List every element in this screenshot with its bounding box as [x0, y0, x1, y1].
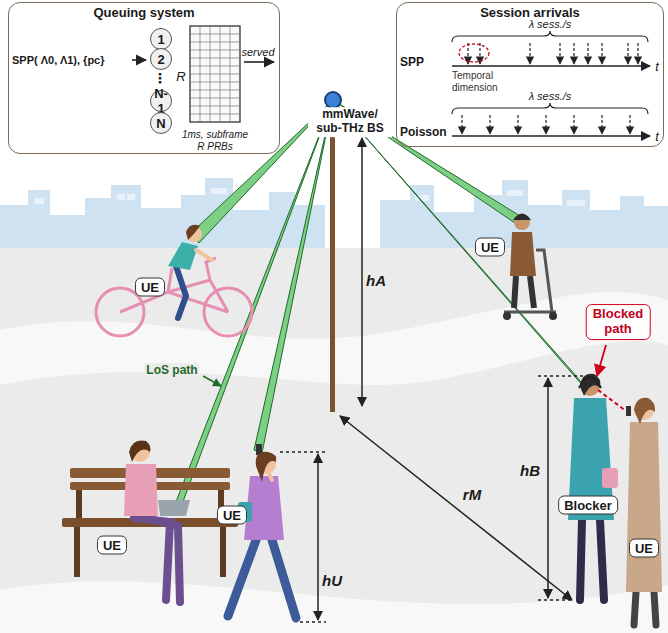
grid-caption: R PRBs	[197, 141, 233, 152]
queue-slot: 2	[150, 48, 172, 70]
grid-caption: 1ms, subframe	[182, 129, 248, 140]
dimension-label: hB	[518, 462, 542, 479]
sitting-user	[124, 440, 190, 602]
ue-tag: UE	[475, 238, 505, 257]
node-text: mmWave/ sub-THz BS	[311, 108, 389, 136]
arrival-graphics	[452, 31, 650, 136]
mast	[330, 106, 335, 412]
blocked-ray	[598, 390, 626, 411]
node-text: UE	[141, 280, 159, 295]
callout-box: Blocked path	[586, 304, 651, 340]
queue-graphics	[132, 26, 274, 122]
ue-tag: UE	[629, 539, 659, 558]
node-text: 2	[157, 52, 164, 67]
node-text: UE	[481, 240, 499, 255]
blocker-person	[568, 374, 618, 600]
ue-tag: UE	[97, 536, 127, 555]
ue-tag: UE	[135, 278, 165, 297]
scooter-rider	[503, 214, 557, 321]
dimension-label: hA	[364, 272, 388, 289]
axis-label: t	[655, 59, 659, 74]
node-text: Blocker	[564, 498, 612, 513]
node-text: N	[156, 116, 165, 131]
panel-title: Session arrivals	[397, 5, 663, 20]
queue-slot: 1	[150, 28, 172, 50]
panel-title: Queuing system	[9, 5, 279, 20]
arrival-process: SPP( Λ0, Λ1), {pc}	[12, 54, 105, 66]
base-station	[325, 92, 341, 108]
dimensions	[280, 138, 586, 622]
rate-label: λ sess./s	[529, 18, 572, 30]
walkway	[0, 581, 668, 633]
beams	[172, 100, 591, 515]
process-name: SPP	[400, 55, 424, 69]
callout-arrow	[203, 376, 221, 386]
note: Temporal dimension	[452, 70, 514, 93]
queue-slot: N-1	[150, 90, 172, 112]
output-label: served	[241, 46, 274, 58]
node-text: UE	[635, 541, 653, 556]
node-text: UE	[103, 538, 121, 553]
path-label: LoS path	[144, 363, 199, 377]
axis-label: t	[655, 129, 659, 144]
blocker-tag: Blocker	[558, 496, 618, 515]
ue-tag: UE	[217, 506, 247, 525]
dimension-label: rM	[461, 486, 483, 503]
walking-user	[228, 444, 296, 618]
bs-label: mmWave/ sub-THz BS	[308, 107, 392, 137]
resource-count: R	[176, 69, 185, 84]
dimension-label: hU	[320, 572, 344, 589]
cyclist	[96, 225, 252, 336]
queue-slot: N	[150, 112, 172, 134]
blocked-user	[626, 398, 662, 625]
node-text: Blocked path	[593, 307, 644, 337]
ellipsis: ⋮	[153, 70, 167, 86]
node-text: 1	[157, 32, 164, 47]
rate-label: λ sess./s	[529, 90, 572, 102]
node-text: UE	[223, 508, 241, 523]
callout-arrow	[597, 345, 606, 376]
process-name: Poisson	[400, 125, 447, 139]
